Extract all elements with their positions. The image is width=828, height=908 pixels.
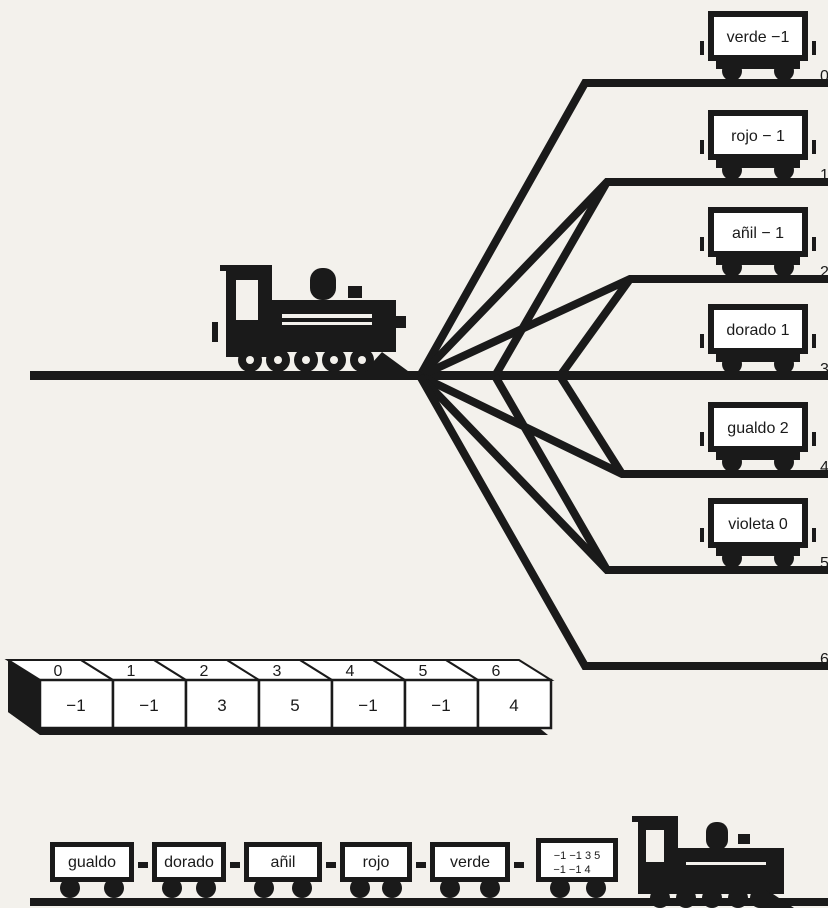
car-label: gualdo [68,854,116,871]
car-label: añil [271,854,296,871]
table-cell: 64 [442,659,555,730]
table-car-line1: −1 −1 3 5 [554,850,601,862]
table-value: −1 [139,696,158,715]
table-value: −1 [66,696,85,715]
table-value: −1 [431,696,450,715]
siding-tracks [416,79,828,670]
track-number: 0 [820,68,828,85]
freight-car-icon: rojo − 1 [700,110,816,180]
siding-track-0 [416,79,828,378]
table-cell: 35 [223,659,336,730]
table-index: 1 [127,663,136,680]
bottom-train-cars: gualdo dorado añil rojo verde [50,842,524,898]
track-number: 6 [820,651,828,668]
car-label: rojo [363,854,390,871]
freight-car-icon: verde −1 [700,11,816,81]
table-index: 5 [419,663,428,680]
table-index: 0 [54,663,63,680]
table-car-line2: −1 −1 4 [553,864,590,876]
car-label: dorado [164,854,214,871]
freight-car-icon: añil − 1 [700,207,816,277]
track-numbers: 0 1 2 3 4 5 6 [820,68,828,668]
table-value: 5 [290,696,299,715]
table-index: 6 [492,663,501,680]
track-number: 3 [820,361,828,378]
inner-switch-lines [491,180,634,572]
table-index: 3 [273,663,282,680]
table-cell: 23 [150,659,263,730]
freight-car-icon: añil [244,842,336,898]
bottom-locomotive-icon [632,816,794,908]
siding-track-6 [416,374,828,670]
track-number: 4 [820,459,828,476]
track-number: 2 [820,264,828,281]
freight-car-icon: dorado 1 [700,304,816,374]
table-cell: 0−1 [4,659,117,730]
table-value: 4 [509,696,518,715]
track-number: 5 [820,555,828,572]
bottom-track [30,898,828,906]
car-label: verde −1 [727,29,790,46]
car-label: dorado 1 [726,322,789,339]
freight-car-icon: violeta 0 [700,498,816,568]
track-number: 1 [820,167,828,184]
steam-locomotive-icon [212,265,412,374]
freight-car-icon: verde [430,842,524,898]
car-label: gualdo 2 [727,420,788,437]
table-value: −1 [358,696,377,715]
table-cell: 5−1 [369,659,482,730]
siding-cars: verde −1 rojo − 1 añil − 1 dorado 1 gualdo 2… [700,11,816,568]
table-index: 2 [200,663,209,680]
freight-car-icon: gualdo [50,842,148,898]
car-label: violeta 0 [728,516,788,533]
table-value: 3 [217,696,226,715]
car-label: verde [450,854,490,871]
freight-car-icon: gualdo 2 [700,402,816,472]
car-label: añil − 1 [732,225,784,242]
table-index: 4 [346,663,355,680]
freight-car-icon: dorado [152,842,240,898]
car-label: rojo − 1 [731,128,785,145]
table-car: −1 −1 3 5 −1 −1 4 [536,838,618,898]
freight-car-icon: rojo [340,842,426,898]
